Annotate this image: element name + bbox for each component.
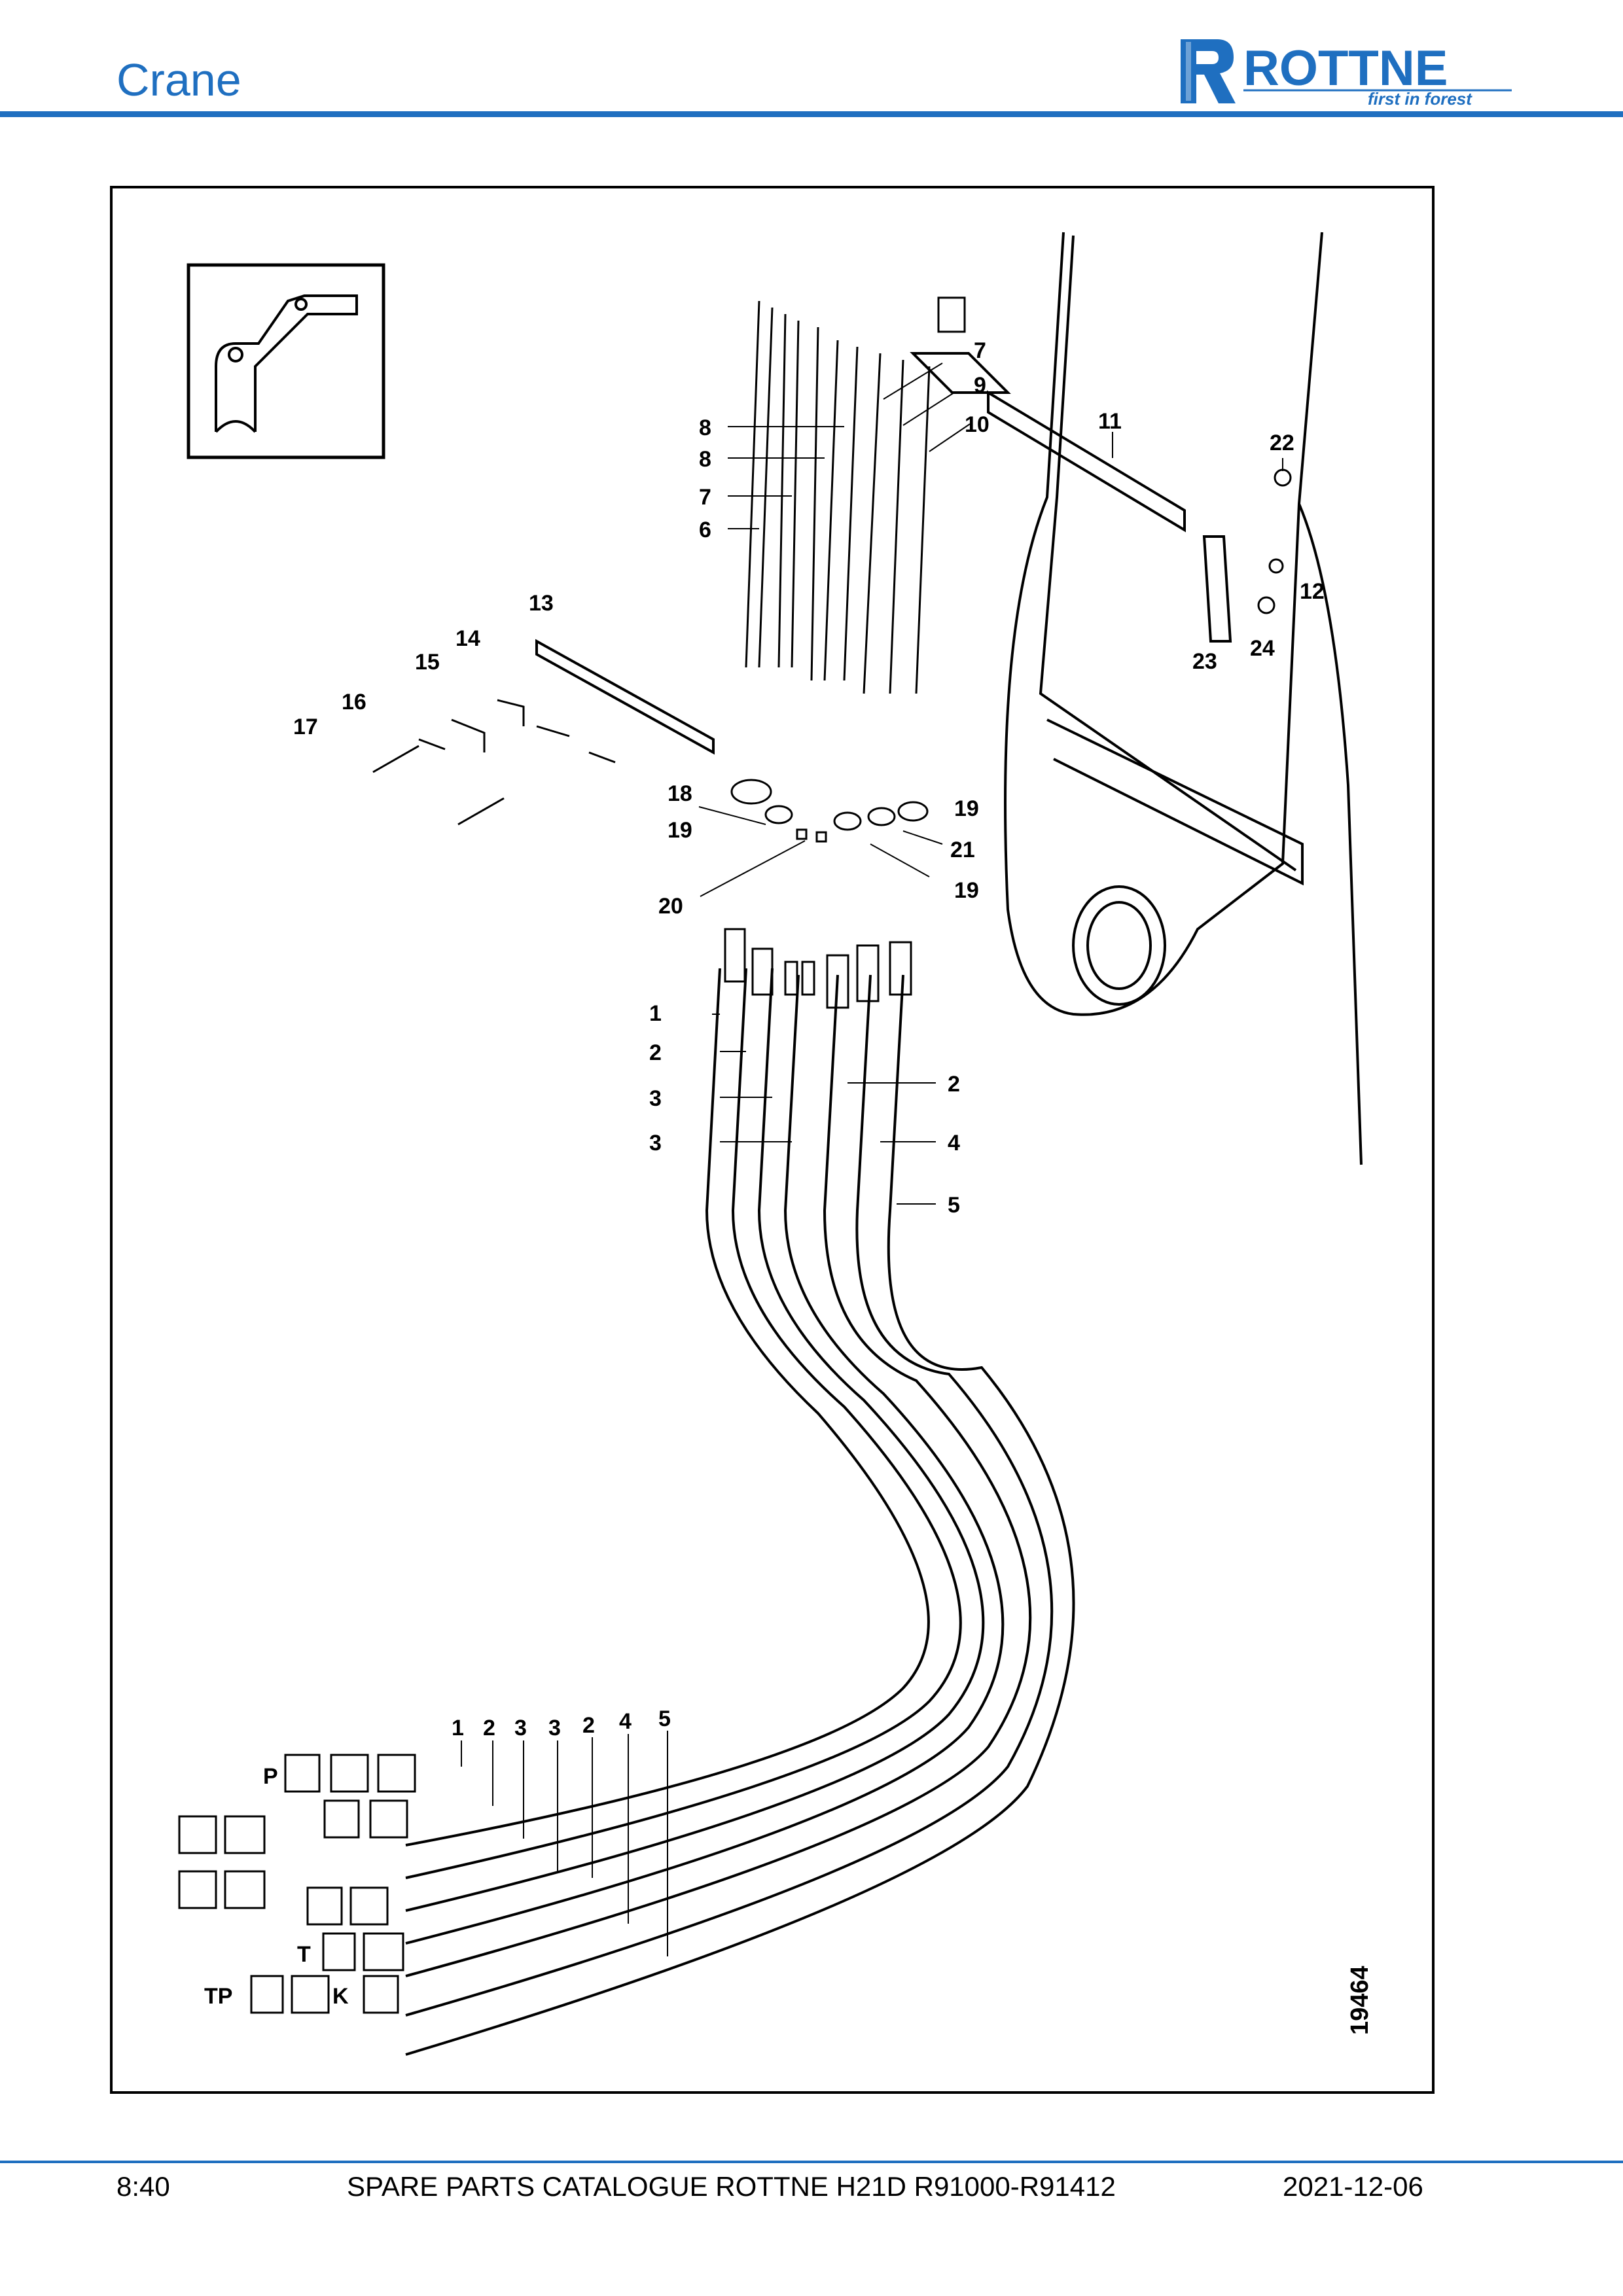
callout-17: 17 (293, 715, 318, 739)
hydraulic-port-icon (178, 1815, 217, 1854)
callout-12: 12 (1300, 579, 1325, 604)
page-title: Crane (116, 54, 241, 105)
hydraulic-port-icon (377, 1754, 416, 1793)
plate-23 (1202, 535, 1232, 643)
port-label-k: K (332, 1984, 349, 2009)
hydraulic-port-icon (323, 1799, 360, 1839)
callout-2: 2 (483, 1716, 495, 1740)
rottne-logo-emblem (1181, 39, 1236, 103)
callout-9: 9 (974, 373, 986, 398)
callout-7: 7 (699, 485, 711, 510)
hydraulic-port-icon (363, 1932, 404, 1971)
port-label-t: T (297, 1942, 311, 1967)
hydraulic-port-icon (284, 1754, 321, 1793)
callout-19: 19 (954, 878, 979, 903)
callout-2: 2 (649, 1040, 662, 1065)
port-symbol-boxes (178, 296, 966, 2014)
page-number: 8:40 (116, 2171, 170, 2202)
callout-19: 19 (668, 818, 692, 843)
bracket-13 (535, 639, 715, 755)
callout-8: 8 (699, 415, 711, 440)
port-label-p: P (263, 1764, 278, 1789)
hydraulic-port-icon (291, 1975, 330, 2014)
callout-1: 1 (452, 1716, 464, 1740)
callout-4: 4 (948, 1131, 960, 1156)
hydraulic-port-icon (250, 1975, 284, 2014)
rottne-logo: ROTTNE first in forest (1181, 39, 1512, 108)
hydraulic-port-icon (224, 1815, 266, 1854)
bracket-11 (910, 352, 1186, 533)
tube-lines (745, 300, 931, 694)
callout-15: 15 (415, 650, 440, 675)
drawing-number: 19464 (1346, 1966, 1374, 2035)
valve-symbol-icon (937, 296, 966, 333)
callout-labels: 8 8 7 6 7 9 10 11 22 12 24 23 13 14 15 1… (204, 338, 1374, 2035)
hydraulic-port-icon (224, 1870, 266, 1909)
callout-1: 1 (649, 1001, 662, 1026)
document-title: SPARE PARTS CATALOGUE ROTTNE H21D R91000… (347, 2171, 1116, 2202)
callout-21: 21 (950, 838, 975, 862)
hydraulic-port-icon (178, 1870, 217, 1909)
callout-5: 5 (948, 1193, 960, 1218)
header-rule (0, 111, 1623, 117)
callout-16: 16 (342, 690, 366, 715)
document-date: 2021-12-06 (1283, 2171, 1423, 2202)
hydraulic-port-icon (322, 1932, 356, 1971)
hose-bundle (405, 968, 1075, 2056)
callout-18: 18 (668, 781, 692, 806)
callout-22: 22 (1270, 431, 1294, 455)
nuts-and-fasteners (730, 468, 1292, 843)
callout-3: 3 (514, 1716, 527, 1740)
callout-6: 6 (699, 518, 711, 542)
callout-8: 8 (699, 447, 711, 472)
callout-11: 11 (1098, 409, 1122, 434)
callout-3: 3 (649, 1086, 662, 1111)
hydraulic-port-icon (349, 1886, 389, 1926)
callout-3: 3 (649, 1131, 662, 1156)
hose-fittings (724, 928, 912, 1009)
leader-lines (698, 362, 1283, 1205)
callout-7: 7 (974, 338, 986, 363)
callout-4: 4 (619, 1709, 632, 1734)
bottom-leaders (461, 1731, 668, 1956)
callout-2: 2 (582, 1713, 595, 1738)
callout-20: 20 (658, 894, 683, 919)
hydraulic-port-icon (369, 1799, 408, 1839)
hydraulic-port-icon (363, 1975, 399, 2014)
boom-outline (1004, 232, 1363, 1165)
callout-3: 3 (548, 1716, 561, 1740)
callout-24: 24 (1250, 636, 1275, 661)
footer-rule (0, 2161, 1623, 2163)
callout-23: 23 (1192, 649, 1217, 674)
figure-frame (110, 186, 1435, 2094)
callout-10: 10 (965, 412, 990, 437)
hydraulic-port-icon (330, 1754, 369, 1793)
callout-13: 13 (529, 591, 554, 616)
callout-5: 5 (658, 1706, 671, 1731)
callout-19: 19 (954, 796, 979, 821)
clamps-15-16-17 (372, 699, 616, 826)
brand-tagline: first in forest (1368, 89, 1472, 108)
port-label-tp: TP (204, 1984, 232, 2009)
brand-name: ROTTNE (1243, 41, 1448, 96)
crane-thumbnail-icon (187, 263, 385, 459)
callout-2: 2 (948, 1072, 960, 1097)
hydraulic-port-icon (306, 1886, 343, 1926)
callout-14: 14 (455, 626, 480, 651)
